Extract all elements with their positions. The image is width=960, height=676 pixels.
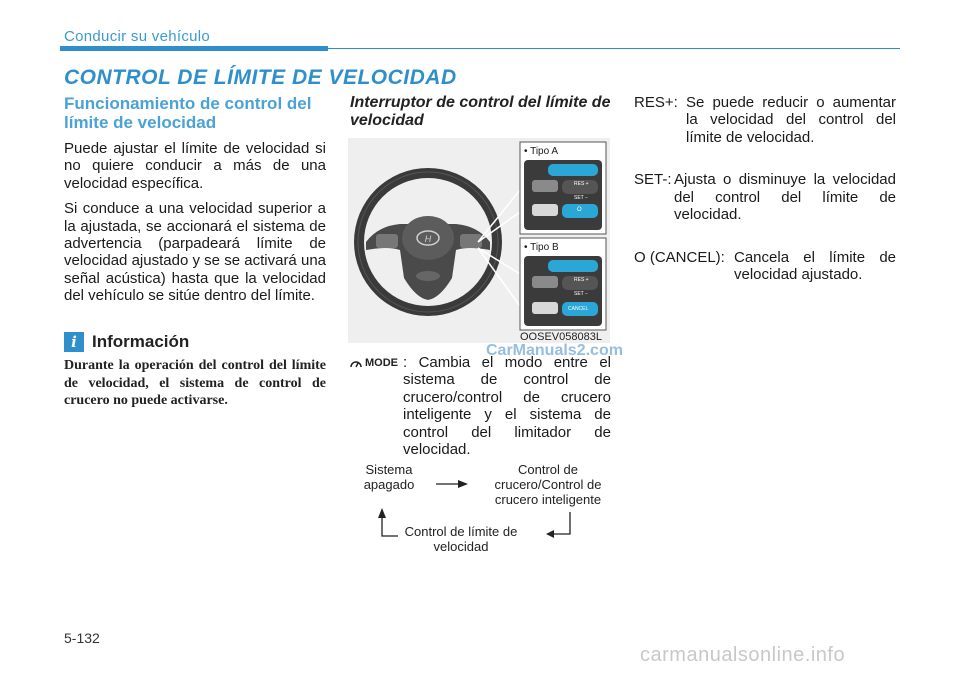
arrow-down-left-icon [546, 512, 571, 538]
set-term: SET-: [634, 171, 672, 189]
section-heading-function: Funcionamiento de control del límite de … [64, 94, 312, 132]
arrow-right-icon [436, 480, 468, 488]
tipo-b-set-label: SET − [574, 291, 588, 297]
set-description: Ajusta o disminuye la velocidad del cont… [674, 171, 896, 224]
cancel-description: Cancela el límite de velocidad ajustado. [734, 248, 896, 284]
footer-watermark: carmanualsonline.info [640, 644, 846, 666]
mode-description: : Cambia el modo entre el sistema de con… [403, 354, 611, 459]
section-heading-switch: Interruptor de control del límite de vel… [350, 94, 611, 129]
tipo-a-o-label: O [577, 207, 582, 213]
left-body: Puede ajustar el límite de velocidad si … [64, 140, 326, 313]
steering-wheel-illustration: H [354, 141, 607, 331]
definition-res: RES+: Se puede reducir o aumentar la vel… [634, 94, 896, 163]
tipo-b-label: • Tipo B [524, 242, 559, 253]
flow-arrows [378, 480, 571, 538]
right-definitions: RES+: Se puede reducir o aumentar la vel… [634, 94, 896, 283]
tipo-b-switch-panel [519, 237, 607, 331]
tipo-b-cancel-label: CANCEL [568, 306, 589, 312]
steering-wheel-icon: H [354, 168, 502, 316]
flow-cruise-control: Control de crucero/Control de crucero in… [494, 462, 602, 507]
tipo-a-switch-panel [519, 141, 607, 235]
figure-code: OOSEV058083L [520, 331, 602, 343]
page-number: 5-132 [64, 630, 100, 646]
info-text: Durante la operación del control del lím… [64, 358, 326, 408]
mode-label: MODE [365, 357, 398, 369]
watermark: CarManuals2.com [486, 342, 623, 359]
cruise-speed-icon [350, 361, 362, 368]
res-term: RES+: [634, 94, 678, 111]
paragraph-intro: Puede ajustar el límite de velocidad si … [64, 140, 326, 192]
definition-set: SET-: Ajusta o disminuye la velocidad de… [634, 171, 896, 240]
svg-text:H: H [425, 234, 432, 244]
flow-speed-limit: Control de límite de velocidad [404, 524, 518, 554]
flow-system-off: Sistema apagado [363, 462, 415, 492]
arrow-up-icon [378, 508, 398, 537]
info-title: Información [92, 332, 190, 351]
paragraph-warning: Si conduce a una velocidad superior a la… [64, 200, 326, 305]
tipo-b-res-label: RES + [574, 277, 589, 283]
header-rule-thin [328, 48, 900, 49]
definition-cancel: O (CANCEL): Cancela el límite de velocid… [634, 248, 896, 283]
header-rule-thick [60, 46, 328, 51]
tipo-a-label: • Tipo A [524, 146, 559, 157]
tipo-a-set-label: SET − [574, 195, 588, 201]
res-description: Se puede reducir o aumentar la velocidad… [686, 94, 896, 146]
cancel-term: O (CANCEL): [634, 248, 725, 266]
chapter-title: Conducir su vehículo [64, 28, 211, 45]
mode-symbol [350, 357, 362, 375]
page-title: CONTROL DE LÍMITE DE VELOCIDAD [64, 66, 457, 89]
steering-wheel-figure: H • Tipo A [348, 138, 610, 343]
info-icon: i [64, 332, 84, 352]
tipo-a-res-label: RES + [574, 181, 589, 187]
